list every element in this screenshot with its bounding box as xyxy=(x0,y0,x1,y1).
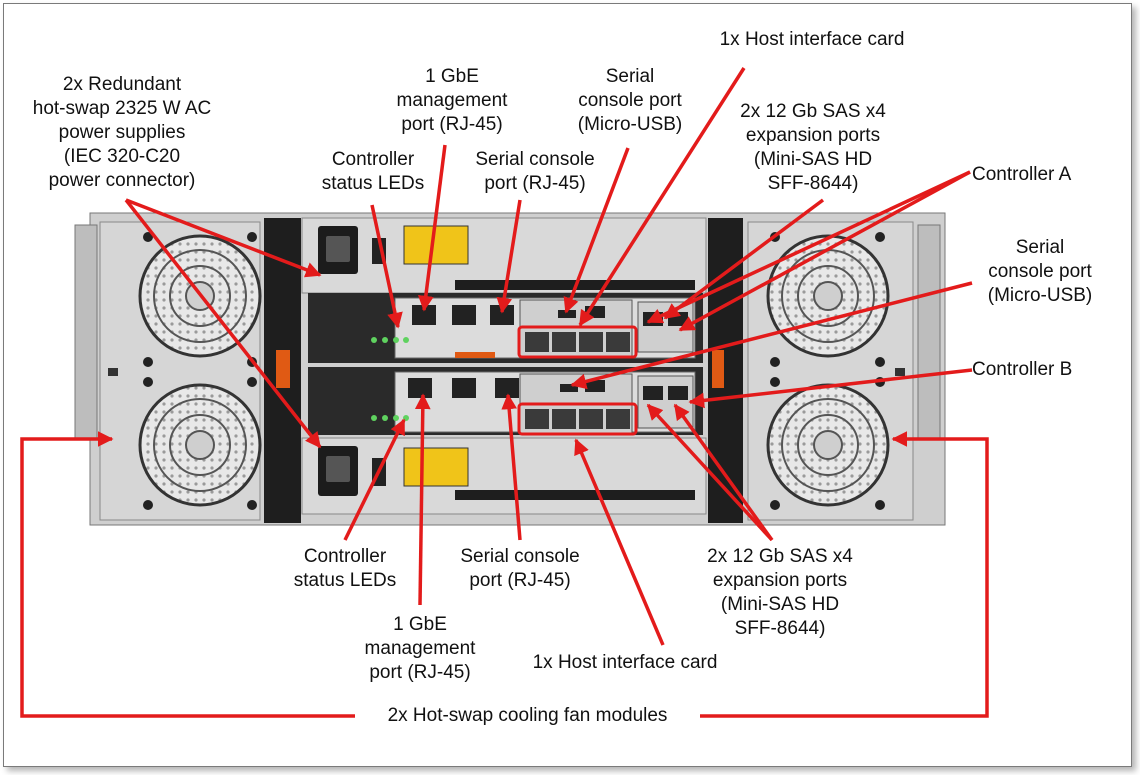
label-serial-usb-top: Serial console port (Micro-USB) xyxy=(577,66,683,135)
power-supply-bottom xyxy=(301,437,707,515)
controller-b xyxy=(308,367,703,436)
label-serial-usb-right: Serial console port (Micro-USB) xyxy=(987,237,1093,306)
label-controller-a: Controller A xyxy=(972,164,1072,185)
label-serial-rj45-top: Serial console port (RJ-45) xyxy=(475,149,595,194)
label-controller-status-leds-bottom: Controller status LEDs xyxy=(293,546,397,591)
power-supply-top xyxy=(301,217,707,294)
latch-right xyxy=(712,350,724,388)
label-serial-rj45-bottom: Serial console port (RJ-45) xyxy=(460,546,580,591)
label-host-card-bottom: 1x Host interface card xyxy=(532,652,718,673)
label-mgmt-port-bottom: 1 GbE management port (RJ-45) xyxy=(364,614,476,683)
callout-arrows xyxy=(20,67,989,718)
fan-module-right xyxy=(747,221,914,521)
label-fans: 2x Hot-swap cooling fan modules xyxy=(355,704,700,728)
label-sas-ports-top: 2x 12 Gb SAS x4 expansion ports (Mini-SA… xyxy=(740,101,886,194)
label-sas-ports-bottom: 2x 12 Gb SAS x4 expansion ports (Mini-SA… xyxy=(707,546,853,639)
latch-left xyxy=(276,350,290,388)
label-power-supplies: 2x Redundant hot-swap 2325 W AC power su… xyxy=(32,74,212,191)
label-mgmt-port-top: 1 GbE management port (RJ-45) xyxy=(396,66,508,135)
label-controller-status-leds-top: Controller status LEDs xyxy=(321,149,425,194)
label-host-card-top: 1x Host interface card xyxy=(719,29,905,50)
label-controller-b: Controller B xyxy=(972,359,1073,380)
controller-a xyxy=(308,293,703,363)
fan-module-left xyxy=(99,221,262,521)
